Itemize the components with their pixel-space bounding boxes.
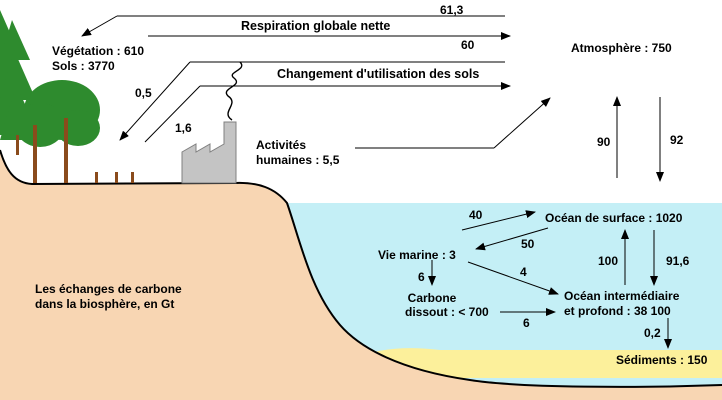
caption-line-1: Les échanges de carbone <box>35 282 182 296</box>
arrow-surface-to-marine <box>475 227 549 251</box>
label-human-activities-value: humaines : 5,5 <box>256 153 340 167</box>
value-marine-to-dissolved: 6 <box>418 270 425 284</box>
value-deep-to-sediments: 0,2 <box>644 326 661 340</box>
label-dissolved-carbon: Carbone <box>407 291 457 305</box>
value-atm-to-ocean: 92 <box>670 133 684 147</box>
land-mass <box>0 150 722 400</box>
value-respiration-in: 60 <box>461 38 475 52</box>
caption-line-2: dans la biosphère, en Gt <box>35 297 175 311</box>
label-vegetation: Végétation : 610 <box>52 44 145 58</box>
label-deep-ocean: Océan intermédiaire <box>564 289 680 303</box>
label-sediments: Sédiments : 150 <box>616 353 708 367</box>
value-surface-to-deep: 91,6 <box>666 254 690 268</box>
label-soils: Sols : 3770 <box>52 59 115 73</box>
arrow-land-use-out <box>144 85 201 143</box>
arrow-respiration-out-diag <box>81 15 118 37</box>
arrow-marine-to-surface <box>461 210 536 231</box>
value-dissolved-to-deep: 6 <box>523 316 530 330</box>
factory-icon <box>181 61 243 184</box>
value-surface-to-marine: 50 <box>521 237 535 251</box>
label-deep-ocean-value: et profond : 38 100 <box>564 304 671 318</box>
value-deep-to-surface: 100 <box>598 254 619 268</box>
value-respiration-out: 61,3 <box>440 3 464 17</box>
value-marine-to-deep: 4 <box>520 265 527 279</box>
arrow-land-uptake-diag <box>119 61 191 141</box>
forest <box>0 10 134 183</box>
value-land-uptake: 0,5 <box>135 86 152 100</box>
value-marine-to-surface: 40 <box>469 208 483 222</box>
label-land-use: Changement d'utilisation des sols <box>277 67 480 81</box>
label-marine-life: Vie marine : 3 <box>378 248 456 262</box>
label-dissolved-carbon-value: dissout : < 700 <box>405 305 489 319</box>
label-atmosphere: Atmosphère : 750 <box>571 41 672 55</box>
value-ocean-to-atm: 90 <box>597 135 611 149</box>
arrow-marine-to-deep <box>467 261 559 295</box>
label-human-activities: Activités <box>256 138 307 152</box>
label-surface-ocean: Océan de surface : 1020 <box>545 211 683 225</box>
value-land-use: 1,6 <box>175 121 192 135</box>
label-respiration: Respiration globale nette <box>241 19 391 33</box>
arrow-human-diag <box>493 97 551 149</box>
sediment-layer <box>370 348 722 378</box>
